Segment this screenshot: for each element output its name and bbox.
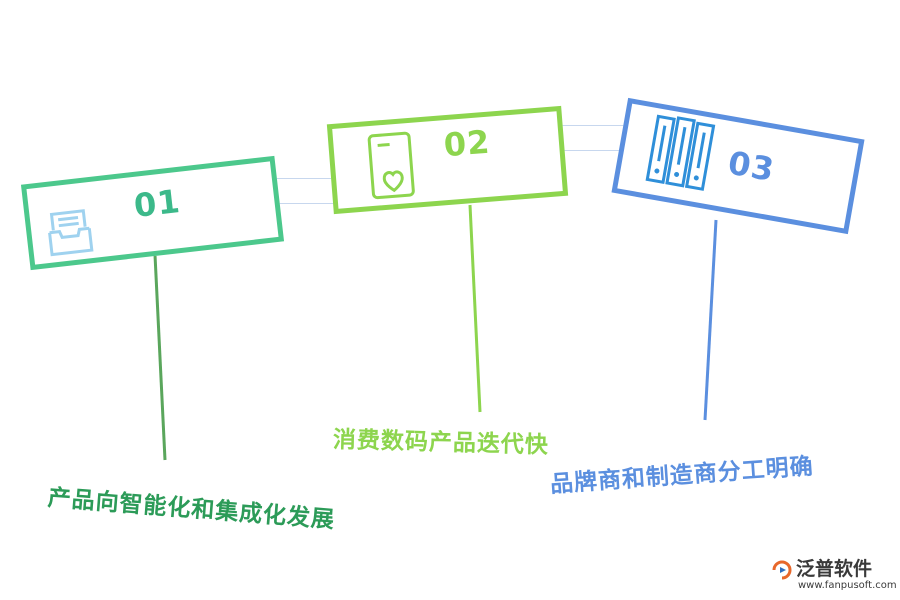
connector-line-1	[153, 254, 167, 461]
step-number-2: 02	[442, 122, 492, 165]
binders-icon	[642, 110, 721, 200]
step-number-1: 01	[131, 181, 183, 225]
step-caption-2: 消费数码产品迭代快	[332, 427, 550, 459]
brand-logo-icon	[770, 558, 794, 586]
phone-heart-icon	[363, 128, 421, 208]
step-number-3: 03	[725, 143, 778, 190]
connector-line-2	[468, 204, 482, 413]
brand-url: www.fanpusoft.com	[798, 580, 897, 591]
step-card-1: 01	[20, 155, 285, 271]
inbox-tray-icon	[41, 204, 99, 266]
connector-line-3	[703, 219, 718, 421]
step-card-3: 03	[611, 97, 865, 235]
brand-name: 泛普软件	[796, 558, 873, 580]
step-card-2: 02	[326, 105, 569, 215]
